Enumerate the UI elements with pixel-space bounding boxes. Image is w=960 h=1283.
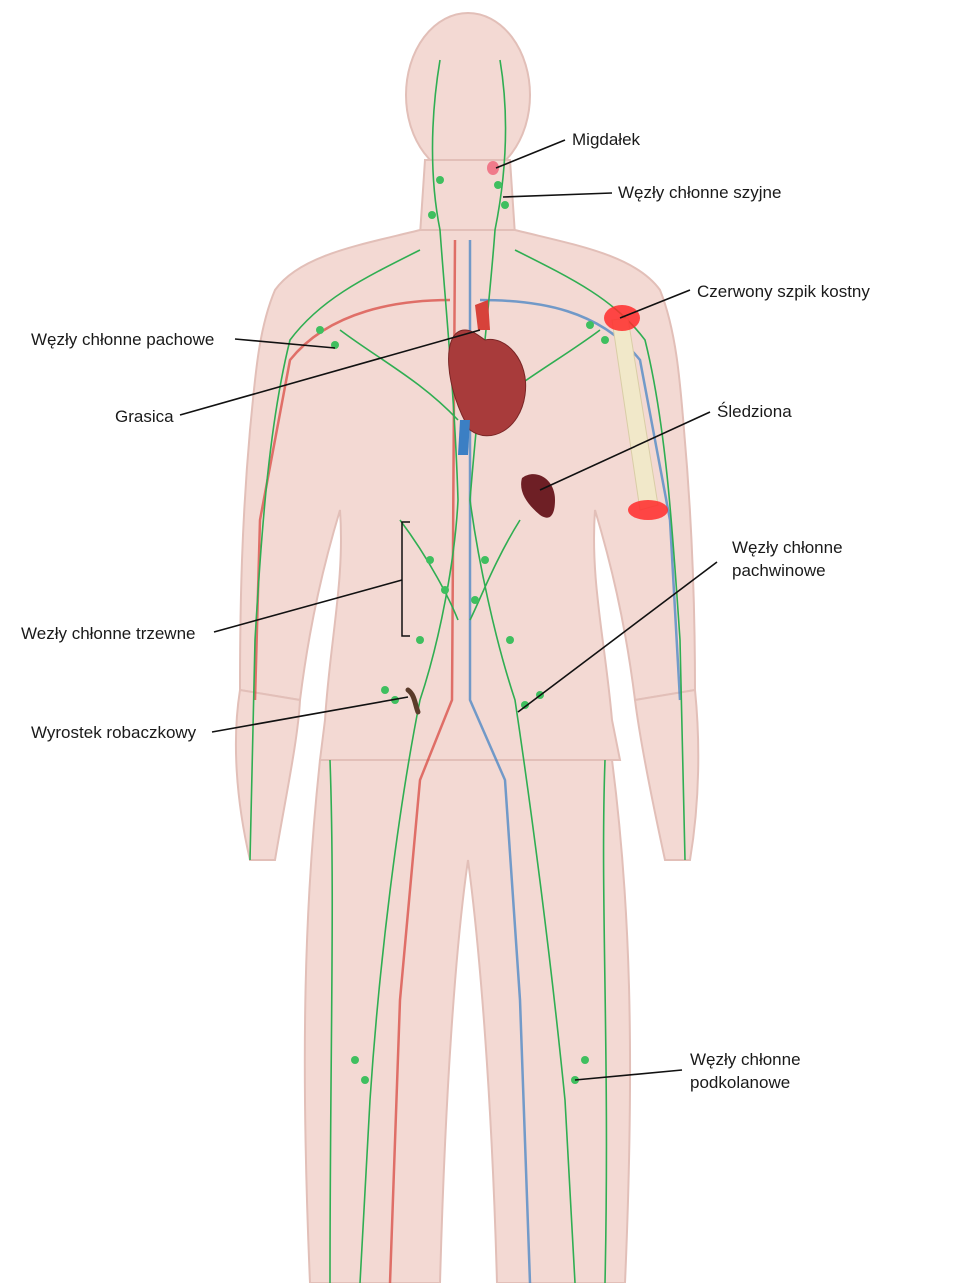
label-popliteal-line1: Węzły chłonne [690, 1050, 801, 1069]
spleen-shape [521, 474, 555, 518]
label-tonsil: Migdałek [572, 130, 641, 149]
lymph-nodes [316, 176, 609, 1084]
tonsil-shape [487, 161, 499, 175]
label-inguinal-line2: pachwinowe [732, 561, 826, 580]
label-spleen: Śledziona [717, 402, 792, 421]
leader-lines [179, 139, 718, 1081]
label-inguinal-nodes: Węzły chłonne pachwinowe [732, 536, 843, 582]
mesenteric-bracket [401, 521, 410, 637]
blood-vessels [253, 239, 682, 1283]
label-red-marrow: Czerwony szpik kostny [697, 282, 870, 301]
body-silhouette [234, 12, 700, 1283]
label-mesenteric-nodes: Wezły chłonne trzewne [21, 624, 196, 643]
label-axillary-nodes: Węzły chłonne pachowe [31, 330, 215, 349]
label-appendix: Wyrostek robaczkowy [31, 723, 197, 742]
heart [448, 300, 527, 455]
appendix-shape [405, 687, 421, 715]
label-popliteal-line2: podkolanowe [690, 1073, 791, 1092]
lymph-vessels [249, 59, 686, 1283]
label-popliteal-nodes: Węzły chłonne podkolanowe [690, 1048, 801, 1094]
label-thymus: Grasica [115, 407, 174, 426]
label-cervical-nodes: Węzły chłonne szyjne [618, 183, 782, 202]
label-inguinal-line1: Węzły chłonne [732, 538, 843, 557]
